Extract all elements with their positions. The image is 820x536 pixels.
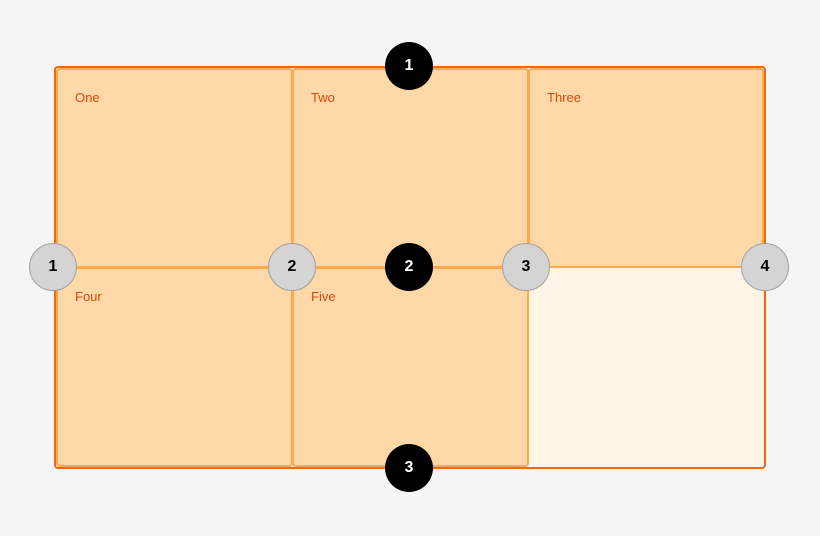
column-line-badge-2: 2 [268,243,316,291]
column-line-badge-4: 4 [741,243,789,291]
grid-item-two: Two [292,68,529,268]
grid-item-four: Four [56,267,293,467]
column-line-badge-3: 3 [502,243,550,291]
row-line-badge-3: 3 [385,444,433,492]
item-label: Four [75,289,102,304]
column-line-badge-1: 1 [29,243,77,291]
grid-item-one: One [56,68,293,268]
item-label: Two [311,90,335,105]
item-label: Five [311,289,336,304]
item-label: One [75,90,100,105]
grid-item-three: Three [528,68,764,268]
grid-container: One Two Three Four Five [54,66,766,469]
row-line-badge-2: 2 [385,243,433,291]
item-label: Three [547,90,581,105]
row-line-badge-1: 1 [385,42,433,90]
grid-item-five: Five [292,267,529,467]
